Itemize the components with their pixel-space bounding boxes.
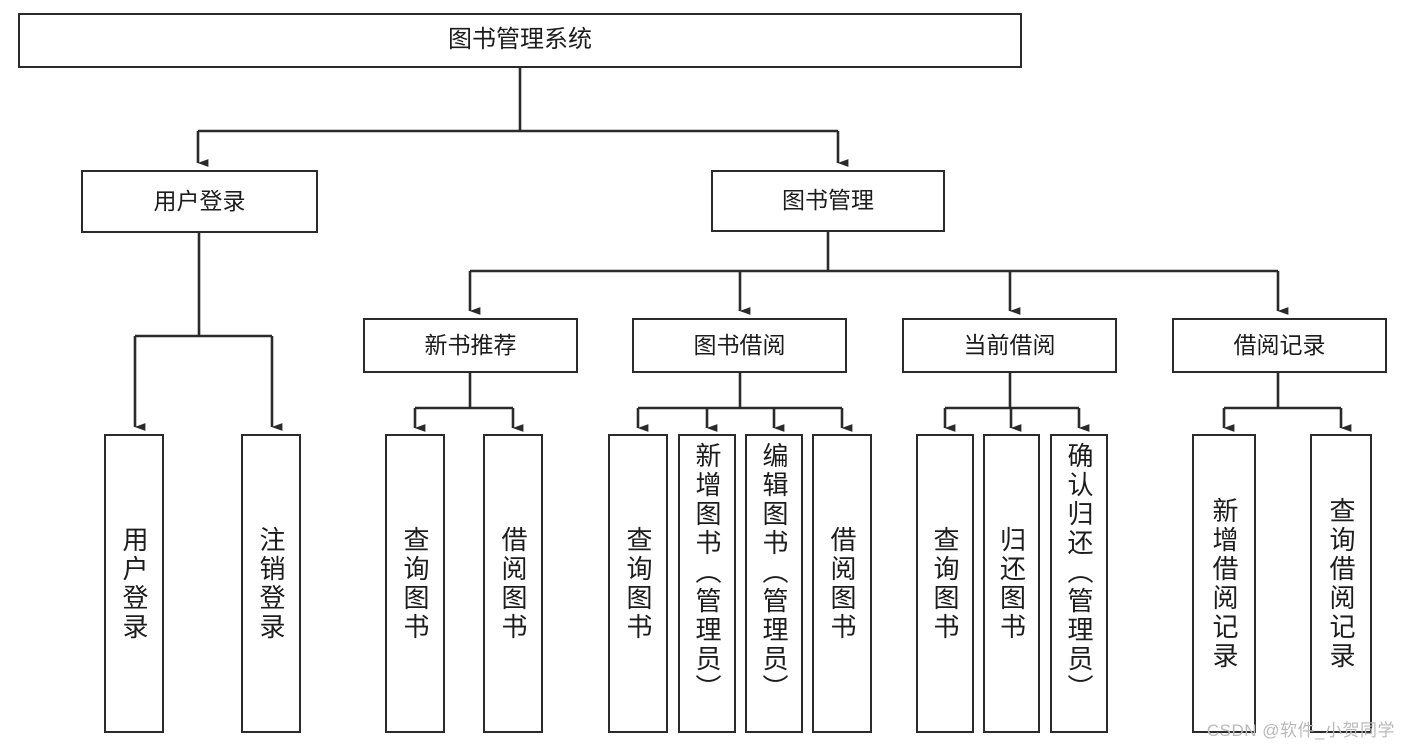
node-leaf-add-record[interactable]: 新增借阅记录 xyxy=(1192,434,1256,733)
node-book-manage-label: 图书管理 xyxy=(782,187,874,214)
node-leaf-return-book[interactable]: 归还图书 xyxy=(983,434,1040,733)
watermark-text: CSDN @软件_小贺同学 xyxy=(1206,721,1395,740)
node-leaf-query-book-2-label: 查询图书 xyxy=(623,525,653,642)
node-leaf-add-book-label: 新增图书（管理员） xyxy=(692,442,722,703)
node-leaf-edit-book[interactable]: 编辑图书（管理员） xyxy=(745,434,803,733)
node-leaf-borrow-book-2[interactable]: 借阅图书 xyxy=(812,434,872,733)
node-leaf-borrow-book-1[interactable]: 借阅图书 xyxy=(483,434,543,733)
node-leaf-logout-label: 注销登录 xyxy=(256,525,286,642)
node-current-borrow-label: 当前借阅 xyxy=(963,331,1056,358)
node-leaf-edit-book-label: 编辑图书（管理员） xyxy=(759,442,789,703)
node-book-borrow[interactable]: 图书借阅 xyxy=(632,318,847,373)
node-root[interactable]: 图书管理系统 xyxy=(18,13,1022,68)
node-new-book-recommend[interactable]: 新书推荐 xyxy=(363,318,578,373)
node-root-label: 图书管理系统 xyxy=(448,26,592,54)
node-leaf-borrow-book-2-label: 借阅图书 xyxy=(827,525,857,642)
node-book-borrow-label: 图书借阅 xyxy=(693,331,786,358)
node-leaf-user-login-label: 用户登录 xyxy=(119,525,149,642)
node-leaf-add-record-label: 新增借阅记录 xyxy=(1209,496,1239,671)
node-leaf-query-book-2[interactable]: 查询图书 xyxy=(608,434,668,733)
node-leaf-confirm-return[interactable]: 确认归还（管理员） xyxy=(1050,434,1108,733)
node-current-borrow[interactable]: 当前借阅 xyxy=(902,318,1117,373)
node-book-manage[interactable]: 图书管理 xyxy=(711,170,945,232)
node-leaf-query-book-1[interactable]: 查询图书 xyxy=(385,434,445,733)
node-leaf-query-record[interactable]: 查询借阅记录 xyxy=(1310,434,1372,733)
node-new-book-recommend-label: 新书推荐 xyxy=(424,331,517,358)
node-user-login[interactable]: 用户登录 xyxy=(81,170,318,233)
node-leaf-logout[interactable]: 注销登录 xyxy=(241,434,301,733)
node-leaf-query-book-3-label: 查询图书 xyxy=(930,525,960,642)
node-borrow-record[interactable]: 借阅记录 xyxy=(1172,318,1387,373)
node-leaf-return-book-label: 归还图书 xyxy=(996,525,1027,642)
node-leaf-query-record-label: 查询借阅记录 xyxy=(1326,496,1356,671)
node-leaf-add-book[interactable]: 新增图书（管理员） xyxy=(678,434,736,733)
node-leaf-query-book-1-label: 查询图书 xyxy=(400,525,430,642)
node-borrow-record-label: 借阅记录 xyxy=(1233,331,1326,358)
node-leaf-borrow-book-1-label: 借阅图书 xyxy=(498,525,528,642)
node-leaf-confirm-return-label: 确认归还（管理员） xyxy=(1064,442,1094,703)
node-leaf-user-login[interactable]: 用户登录 xyxy=(104,434,164,733)
node-leaf-query-book-3[interactable]: 查询图书 xyxy=(916,434,974,733)
node-user-login-label: 用户登录 xyxy=(153,187,246,214)
